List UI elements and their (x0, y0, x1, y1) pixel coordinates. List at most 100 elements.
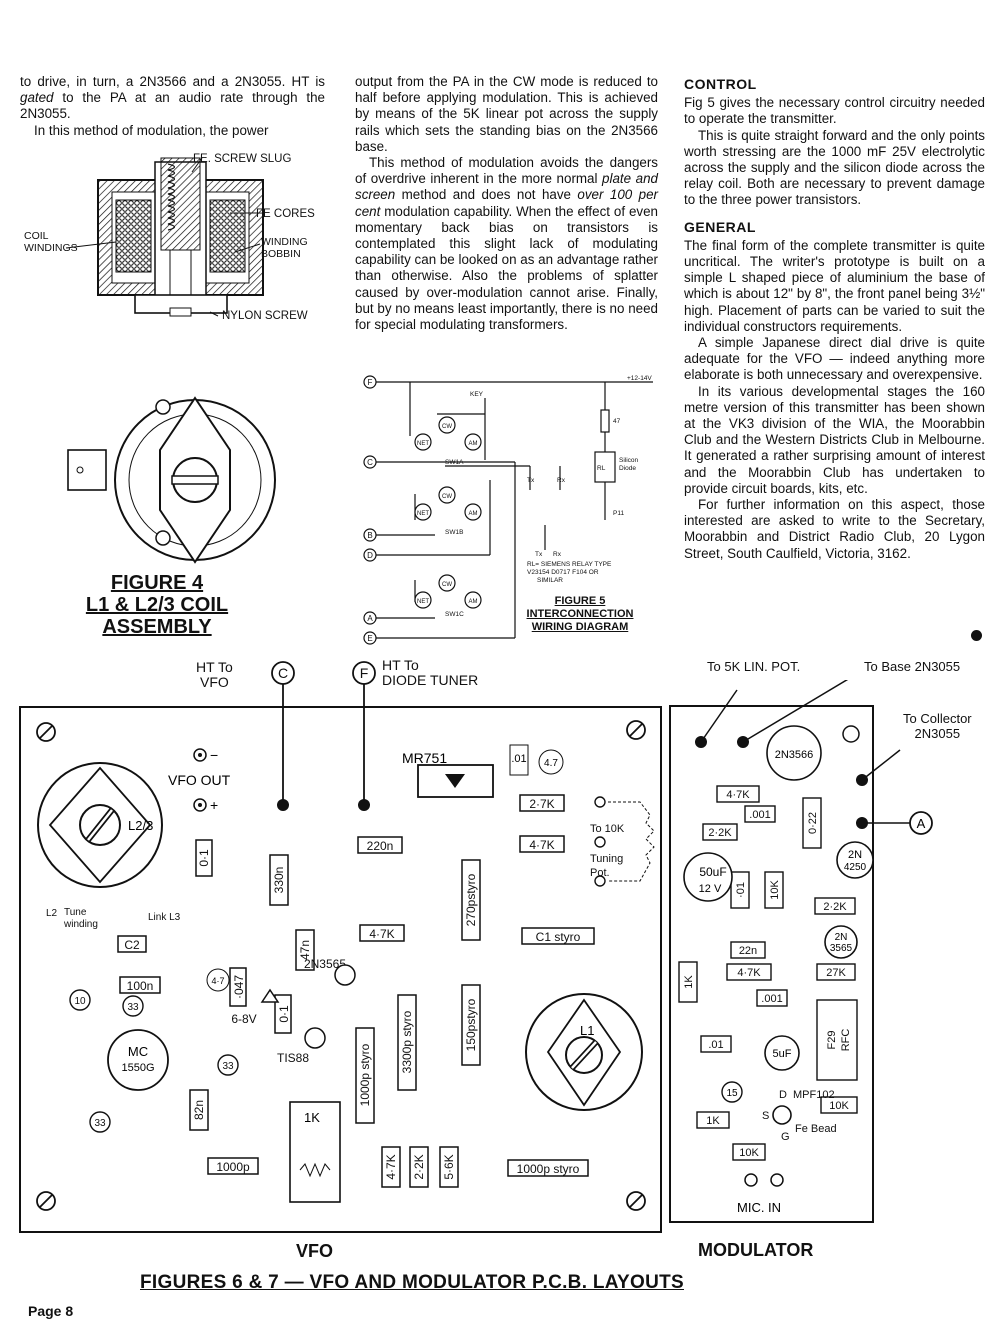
c047-label: ·047 (232, 975, 246, 999)
rx-label: Rx (557, 477, 566, 484)
paragraph: output from the PA in the CW mode is red… (355, 74, 658, 154)
r47-label: 47 (613, 418, 621, 425)
cw-label: CW (442, 582, 452, 588)
r220-label: 220n (367, 839, 394, 853)
paragraph: For further information on this aspect, … (684, 497, 985, 561)
mc-label: MC (128, 1044, 148, 1059)
r22k2-label: 2·2K (823, 901, 847, 913)
n33-label: 33 (222, 1061, 234, 1072)
c01-label: ·01 (735, 882, 747, 898)
vfo-title: VFO (296, 1241, 334, 1261)
c1000-styro-label: 1000p styro (517, 1162, 580, 1176)
n10-label: 10 (74, 996, 86, 1007)
am-label: AM (469, 599, 478, 605)
plus-sign: + (210, 797, 218, 813)
paragraph: This method of modulation avoids the dan… (355, 155, 658, 333)
r10k2-label: 10K (829, 1100, 849, 1112)
sw1a-label: SW1A (445, 459, 464, 466)
c01c-label: 0·1 (277, 1005, 291, 1023)
l2-tune-label: L2 (46, 908, 58, 919)
to-5k-pot-label: To 5K LIN. POT. (707, 659, 801, 674)
label-fe-screw-slug: FE. SCREW SLUG (193, 153, 292, 165)
c1000-styro-vert-label: 1000p styro (358, 1043, 372, 1106)
r82-label: 82n (192, 1100, 206, 1120)
c50uf-label: 50uF (699, 865, 726, 879)
n33-label: 33 (94, 1118, 106, 1129)
q2n3565-label: 3565 (830, 943, 853, 954)
c01-label: .01 (511, 753, 526, 765)
net-label: NET (417, 511, 429, 517)
rfc-label: F29 (826, 1031, 838, 1050)
c3300-label: 3300p styro (400, 1010, 414, 1073)
node-e: E (367, 634, 372, 643)
supply-label: +12-14V (627, 375, 652, 382)
vfo-pcb-layout: C F L2/3 − + VFO OUT MR751 .01 4.7 2·7K … (19, 661, 662, 1233)
r1k-label: 1K (304, 1110, 320, 1125)
r27k-label: 27K (826, 967, 846, 979)
q2n4250-label: 2N (848, 849, 862, 861)
relay-note: V23154 D0717 F104 OR (527, 569, 599, 576)
l1-label: L1 (580, 1023, 594, 1038)
c001-label: .001 (749, 809, 770, 821)
r22k-label: 2·2K (412, 1154, 426, 1179)
c150-label: 150pstyro (464, 998, 478, 1051)
c270-label: 270pstyro (464, 873, 478, 926)
q2n3566-label: 2N3566 (775, 749, 814, 761)
r56k-label: 5·6K (442, 1154, 456, 1179)
net-label: NET (417, 599, 429, 605)
node-c: C (278, 665, 288, 681)
mc-label: 1550G (121, 1062, 154, 1074)
mr751-label: MR751 (402, 750, 447, 766)
c47-label: 4.7 (544, 758, 558, 769)
am-label: AM (469, 511, 478, 517)
r22n-label: 22n (739, 945, 757, 957)
rx-label: Rx (553, 551, 562, 558)
column-1-text: to drive, in turn, a 2N3566 and a 2N3055… (20, 74, 325, 139)
page-number: Page 8 (28, 1303, 74, 1319)
node-c: C (367, 458, 373, 467)
l2-tune-label: winding (63, 919, 98, 930)
link-l3-label: Link L3 (148, 912, 181, 923)
heading-general: GENERAL (684, 218, 756, 235)
minus-sign: − (210, 747, 218, 763)
r22k-label: 2·2K (708, 827, 732, 839)
label-nylon-screw: NYLON SCREW (222, 310, 308, 322)
q2n3565-label: 2N (835, 932, 848, 943)
l23-label: L2/3 (128, 818, 153, 833)
silicon-label: Silicon (619, 457, 639, 464)
c01b-label: .01 (708, 1039, 723, 1051)
figure-5-wiring-diagram: F C B D A E NET CW AM NET CW AM NET CW A… (363, 375, 653, 645)
c1000p-label: 1000p (216, 1160, 250, 1174)
fe-bead-label: Fe Bead (795, 1123, 837, 1135)
c100n-label: 100n (127, 979, 154, 993)
paragraph: In this method of modulation, the power (34, 122, 269, 138)
drain-label: D (779, 1089, 787, 1101)
r47k2-label: 4·7K (737, 967, 761, 979)
cw-label: CW (442, 424, 452, 430)
tis88-label: TIS88 (277, 1051, 309, 1065)
cw-label: CW (442, 494, 452, 500)
mpf102-label: MPF102 (793, 1089, 835, 1101)
paragraph: In its various developmental stages the … (684, 383, 985, 496)
node-a: A (367, 614, 373, 623)
figures-6-7-title: FIGURES 6 & 7 — VFO AND MODULATOR P.C.B.… (140, 1272, 684, 1293)
r47k3-label: 4·7K (384, 1154, 398, 1179)
sw1c-label: SW1C (445, 611, 464, 618)
q2n4250-label: 4250 (844, 862, 867, 873)
p11-label: P11 (613, 510, 624, 517)
key-label: KEY (470, 391, 484, 398)
column-3-text: CONTROL Fig 5 gives the necessary contro… (684, 76, 985, 562)
node-b: B (367, 531, 372, 540)
node-a: A (917, 816, 926, 831)
c1-styro-label: C1 styro (536, 930, 581, 944)
figure-5-caption: FIGURE 5 INTERCONNECTION WIRING DIAGRAM (526, 595, 634, 633)
figure-4-coil-assembly (67, 396, 276, 564)
r47k-label: 4·7K (529, 838, 554, 852)
paragraph: The final form of the complete transmitt… (684, 237, 985, 334)
vfo-out-label: VFO OUT (168, 772, 231, 788)
tx-label: Tx (535, 551, 543, 558)
c2-label: C2 (124, 938, 140, 952)
